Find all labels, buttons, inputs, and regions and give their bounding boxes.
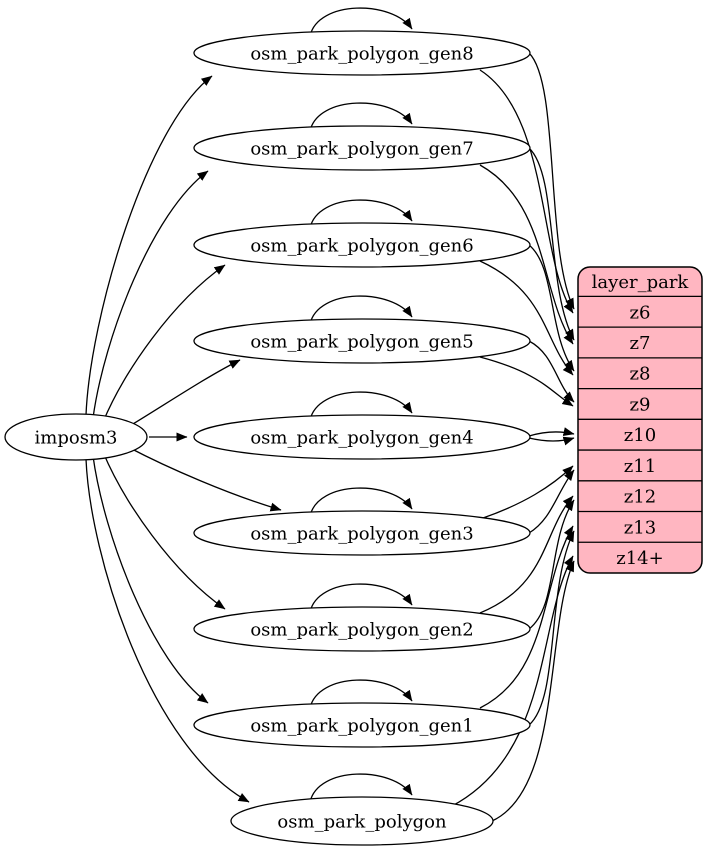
edge-imposm3-to-osm_park_polygon bbox=[85, 458, 250, 803]
edge-osm_park_polygon_gen1-to-osm_park_polygon_gen1 bbox=[309, 679, 413, 709]
node-shape-imposm3 bbox=[4, 413, 148, 461]
layer-row-z9: z9 bbox=[630, 394, 651, 415]
edge-imposm3-to-osm_park_polygon_gen1 bbox=[92, 455, 209, 704]
node-label-osm_park_polygon_gen7: osm_park_polygon_gen7 bbox=[250, 139, 473, 160]
edge-osm_park_polygon-to-layer_park-z14+ bbox=[491, 560, 575, 822]
edge-osm_park_polygon_gen2-to-osm_park_polygon_gen2 bbox=[309, 583, 413, 613]
node-osm_park_polygon_gen7: osm_park_polygon_gen7 bbox=[193, 125, 531, 171]
node-osm_park_polygon_gen3: osm_park_polygon_gen3 bbox=[193, 510, 531, 556]
node-label-osm_park_polygon_gen8: osm_park_polygon_gen8 bbox=[250, 44, 473, 65]
edge-osm_park_polygon_gen3-to-layer_park-z11 bbox=[528, 469, 575, 534]
node-osm_park_polygon_gen5: osm_park_polygon_gen5 bbox=[193, 318, 531, 364]
edge-osm_park_polygon_gen3-to-osm_park_polygon_gen3 bbox=[309, 487, 413, 517]
node-label-osm_park_polygon_gen5: osm_park_polygon_gen5 bbox=[250, 332, 473, 353]
node-shape-osm_park_polygon_gen3 bbox=[193, 510, 531, 556]
edge-osm_park_polygon_gen8-to-layer_park-z6 bbox=[479, 69, 574, 314]
node-shape-osm_park_polygon bbox=[230, 796, 494, 846]
layer-row-z8: z8 bbox=[630, 364, 651, 385]
edge-imposm3-to-osm_park_polygon_gen6 bbox=[102, 264, 226, 423]
layer-row-z10: z10 bbox=[624, 425, 656, 446]
node-shape-osm_park_polygon_gen2 bbox=[193, 606, 531, 652]
layer-row-z14+: z14+ bbox=[616, 548, 663, 569]
edge-imposm3-to-osm_park_polygon_gen7 bbox=[92, 170, 209, 419]
edge-osm_park_polygon_gen7-to-layer_park-z7 bbox=[528, 147, 575, 341]
node-osm_park_polygon_gen8: osm_park_polygon_gen8 bbox=[193, 30, 531, 76]
edge-osm_park_polygon_gen1-to-layer_park-z13 bbox=[528, 530, 575, 726]
node-label-osm_park_polygon_gen1: osm_park_polygon_gen1 bbox=[250, 716, 473, 737]
edge-osm_park_polygon_gen8-to-osm_park_polygon_gen8 bbox=[309, 7, 413, 37]
layer-table-box bbox=[577, 266, 703, 574]
edge-osm_park_polygon_gen4-to-osm_park_polygon_gen4 bbox=[309, 391, 413, 421]
edge-imposm3-to-osm_park_polygon_gen8 bbox=[85, 75, 213, 416]
edge-osm_park_polygon_gen4-to-layer_park-z10 bbox=[528, 436, 575, 446]
edge-osm_park_polygon_gen7-to-osm_park_polygon_gen7 bbox=[309, 102, 413, 132]
edge-osm_park_polygon_gen8-to-layer_park-z6 bbox=[528, 52, 575, 310]
edge-osm_park_polygon_gen6-to-osm_park_polygon_gen6 bbox=[309, 199, 413, 229]
edges-group bbox=[85, 7, 575, 822]
node-shape-osm_park_polygon_gen7 bbox=[193, 125, 531, 171]
edge-osm_park_polygon_gen6-to-layer_park-z8 bbox=[528, 244, 575, 372]
layer-row-z7: z7 bbox=[630, 333, 651, 354]
edge-osm_park_polygon-to-layer_park-z14+ bbox=[451, 555, 574, 807]
edge-osm_park_polygon_gen4-to-layer_park-z10 bbox=[528, 427, 575, 437]
layer-row-z13: z13 bbox=[624, 517, 656, 538]
nodes-group: imposm3 osm_park_polygon_gen8 osm_park_pol… bbox=[4, 30, 531, 846]
edge-osm_park_polygon_gen5-to-layer_park-z9 bbox=[479, 356, 574, 407]
node-osm_park_polygon_gen4: osm_park_polygon_gen4 bbox=[193, 414, 531, 460]
layer-table-title: layer_park bbox=[592, 272, 690, 293]
edge-osm_park_polygon_gen2-to-layer_park-z12 bbox=[528, 499, 575, 630]
layer-row-z11: z11 bbox=[624, 456, 656, 477]
edge-imposm3-to-osm_park_polygon_gen5 bbox=[127, 359, 241, 428]
node-shape-osm_park_polygon_gen5 bbox=[193, 318, 531, 364]
edge-osm_park_polygon-to-osm_park_polygon bbox=[309, 773, 413, 803]
node-osm_park_polygon_gen6: osm_park_polygon_gen6 bbox=[193, 222, 531, 268]
node-label-osm_park_polygon_gen6: osm_park_polygon_gen6 bbox=[250, 236, 473, 257]
node-osm_park_polygon: osm_park_polygon bbox=[230, 796, 494, 846]
layer-table-group: layer_park z6 z7 z8 z9 z10 z11 z12 z13 z14+ bbox=[577, 266, 703, 574]
node-shape-osm_park_polygon_gen1 bbox=[193, 702, 531, 748]
edge-osm_park_polygon_gen3-to-layer_park-z11 bbox=[482, 465, 574, 519]
node-label-osm_park_polygon: osm_park_polygon bbox=[277, 812, 447, 833]
edge-imposm3-to-osm_park_polygon_gen3 bbox=[127, 446, 282, 512]
node-label-imposm3: imposm3 bbox=[35, 428, 118, 449]
node-label-osm_park_polygon_gen3: osm_park_polygon_gen3 bbox=[250, 524, 473, 545]
layer-row-z12: z12 bbox=[624, 487, 656, 508]
edge-osm_park_polygon_gen5-to-layer_park-z9 bbox=[528, 340, 575, 403]
edge-osm_park_polygon_gen1-to-layer_park-z13 bbox=[479, 525, 574, 709]
node-shape-osm_park_polygon_gen6 bbox=[193, 222, 531, 268]
edge-osm_park_polygon_gen6-to-layer_park-z8 bbox=[479, 260, 574, 376]
node-label-osm_park_polygon_gen2: osm_park_polygon_gen2 bbox=[250, 620, 473, 641]
node-imposm3: imposm3 bbox=[4, 413, 148, 461]
edge-osm_park_polygon_gen5-to-osm_park_polygon_gen5 bbox=[309, 295, 413, 325]
node-shape-osm_park_polygon_gen4 bbox=[193, 414, 531, 460]
edge-osm_park_polygon_gen7-to-layer_park-z7 bbox=[479, 164, 574, 345]
node-shape-osm_park_polygon_gen8 bbox=[193, 30, 531, 76]
node-osm_park_polygon_gen1: osm_park_polygon_gen1 bbox=[193, 702, 531, 748]
edge-osm_park_polygon_gen2-to-layer_park-z12 bbox=[479, 495, 574, 614]
node-osm_park_polygon_gen2: osm_park_polygon_gen2 bbox=[193, 606, 531, 652]
layer-row-z6: z6 bbox=[630, 302, 651, 323]
edge-imposm3-to-osm_park_polygon_gen2 bbox=[102, 451, 226, 610]
node-label-osm_park_polygon_gen4: osm_park_polygon_gen4 bbox=[250, 428, 473, 449]
